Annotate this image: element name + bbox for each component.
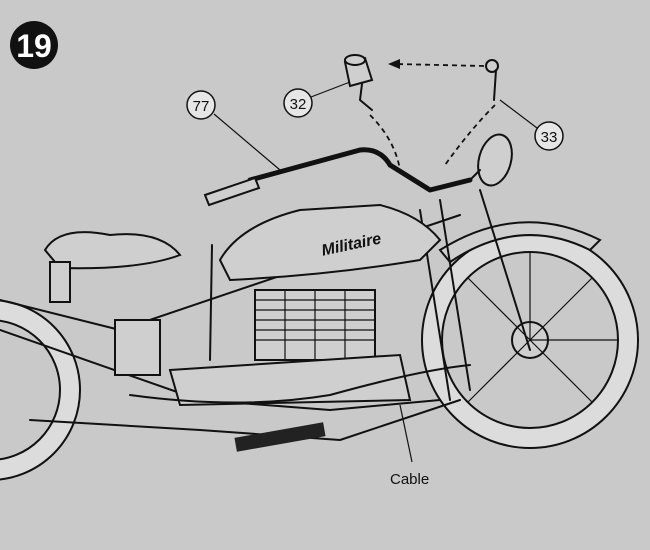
- front-wheel: [421, 231, 639, 449]
- seat: [43, 231, 182, 270]
- callout-77: 77: [186, 90, 281, 171]
- mirror: [477, 133, 513, 187]
- cable-label: Cable: [390, 404, 429, 488]
- step-badge: 19: [10, 21, 58, 69]
- fuel-tank: [218, 203, 442, 282]
- part-32-horn: [343, 54, 374, 111]
- handlebar-grip: [203, 176, 261, 207]
- engine: [168, 289, 412, 407]
- svg-text:Cable: Cable: [390, 471, 429, 488]
- handlebar: [247, 147, 473, 193]
- part-33-lever: [485, 59, 499, 101]
- svg-text:19: 19: [16, 28, 52, 64]
- rear-wheel: [0, 299, 81, 481]
- svg-text:32: 32: [290, 96, 307, 113]
- svg-text:33: 33: [541, 129, 558, 146]
- callout-32: 32: [283, 81, 351, 118]
- cable: [129, 364, 471, 404]
- footboard: [234, 422, 326, 452]
- callout-33: 33: [499, 99, 564, 151]
- svg-text:77: 77: [193, 98, 210, 115]
- gear-lever: [209, 244, 213, 361]
- attach-arrow: [394, 63, 485, 67]
- seat-spring: [49, 261, 71, 303]
- battery-box: [114, 319, 161, 376]
